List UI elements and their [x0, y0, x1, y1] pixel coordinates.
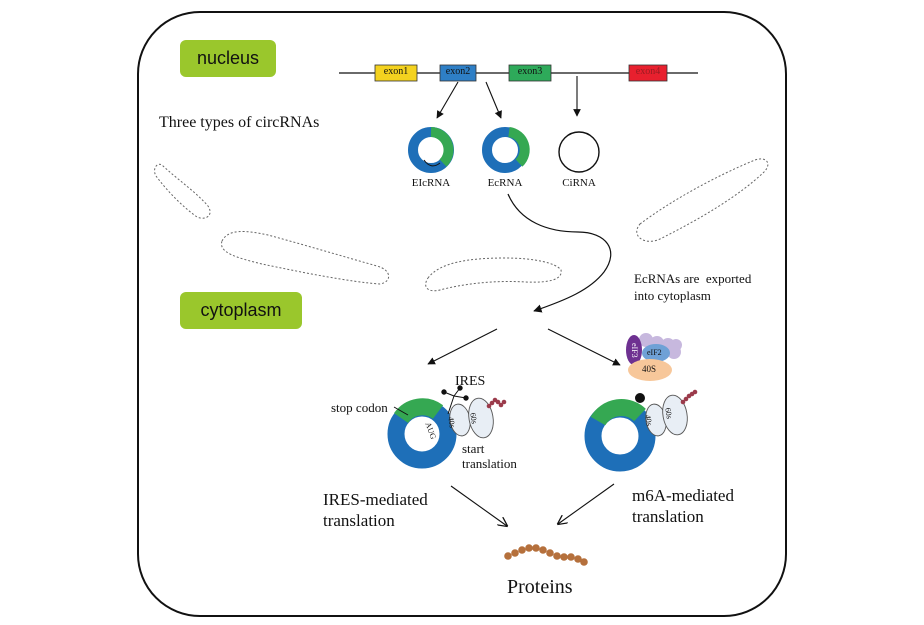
- exon2-box: [439, 64, 477, 82]
- proteins-label: Proteins: [507, 576, 573, 598]
- exon3-label: exon3: [517, 66, 543, 77]
- translation-label: translation: [462, 456, 517, 471]
- exon3-box: [508, 64, 552, 82]
- protein-chain: [504, 544, 588, 566]
- ires-structure: [441, 385, 469, 415]
- export-note-line2: into cytoplasm: [634, 288, 711, 303]
- stop-codon-pointer: [393, 406, 409, 416]
- m6a-mediated-line2: translation: [632, 507, 704, 526]
- eicrna-label: EIcRNA: [411, 177, 451, 189]
- exon4-box: [628, 64, 668, 82]
- cirna-label: CiRNA: [562, 177, 596, 189]
- ires-circrna: [387, 398, 457, 469]
- 40S-label: 40S: [642, 364, 657, 374]
- exon1-box: [374, 64, 418, 82]
- ecrna-circle: [482, 127, 530, 173]
- m6a-mediated-line1: m6A-mediated: [632, 486, 734, 505]
- cirna-circle: [558, 131, 600, 173]
- m6a-mark: [635, 393, 645, 403]
- ires-mediated-line2: translation: [323, 511, 395, 530]
- initiation-complex: [626, 333, 682, 381]
- export-note-line1: EcRNAs are exported: [634, 271, 752, 286]
- ribosome-60s-left-label: 60s: [468, 412, 479, 425]
- ribosome-60s-left: [468, 397, 494, 439]
- eif3-label: eIF3: [630, 343, 639, 358]
- three-types-heading: Three types of circRNAs: [159, 114, 320, 131]
- exon4-label: exon4: [635, 66, 661, 77]
- eif2-label: eIF2: [647, 348, 662, 357]
- cell-boundary: [137, 11, 787, 617]
- ribosome-60s-right: [662, 394, 688, 436]
- cytoplasm-label: cytoplasm: [180, 292, 302, 329]
- er-membranes: [154, 158, 769, 292]
- m6a-circrna: [584, 399, 656, 472]
- nucleus-label: nucleus: [180, 40, 276, 77]
- export-path: [507, 193, 612, 313]
- peptide-chain-right: [680, 389, 698, 405]
- ires-mediated-line1: IRES-mediated: [323, 490, 428, 509]
- ribosome-40s-left-label: 40s: [446, 416, 457, 429]
- exon1-label: exon1: [383, 66, 409, 77]
- stop-codon-label: stop codon: [331, 400, 388, 415]
- ribosome-60s-right-label: 60s: [663, 407, 674, 420]
- start-label: start: [462, 441, 485, 456]
- peptide-chain-left: [486, 397, 507, 409]
- ecrna-label: EcRNA: [487, 177, 523, 189]
- ires-label: IRES: [455, 374, 486, 389]
- eicrna-circle: [408, 127, 454, 173]
- ribosome-40s-right-label: 40s: [643, 414, 654, 427]
- exon2-label: exon2: [445, 66, 471, 77]
